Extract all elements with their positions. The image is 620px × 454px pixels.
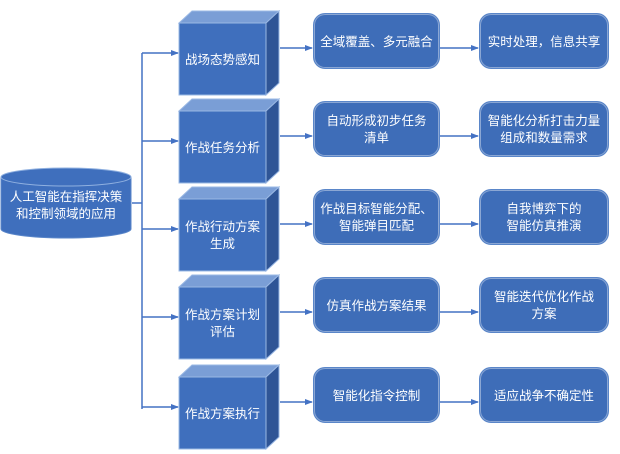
stage-label: 作战方案执行 <box>184 405 260 421</box>
stage-node: 作战行动方案 生成 <box>177 185 281 273</box>
step2-node: 自我博弈下的 智能仿真推演 <box>479 189 609 245</box>
step1-label: 自动形成初步任务 清单 <box>326 113 427 145</box>
step2-label: 智能迭代优化作战 方案 <box>493 289 594 321</box>
stage-node: 作战方案计划 评估 <box>177 273 281 361</box>
step2-node: 智能化分析打击力量 组成和数量需求 <box>479 101 609 157</box>
step1-label: 智能化指令控制 <box>332 387 421 403</box>
stage-node: 作战方案执行 <box>177 363 281 451</box>
stage-node: 战场态势感知 <box>177 9 281 97</box>
root-label: 人工智能在指挥决策 和控制领域的应用 <box>9 189 123 221</box>
step2-node: 智能迭代优化作战 方案 <box>479 277 609 333</box>
step2-label: 智能化分析打击力量 组成和数量需求 <box>487 113 601 145</box>
stage-node: 作战任务分析 <box>177 97 281 185</box>
cube-shape <box>177 97 281 185</box>
root-node: 人工智能在指挥决策 和控制领域的应用 <box>0 167 132 239</box>
step1-node: 仿真作战方案结果 <box>313 277 440 333</box>
step2-label: 适应战争不确定性 <box>493 387 594 403</box>
cube-shape <box>177 273 281 361</box>
cube-shape <box>177 185 281 273</box>
stage-label: 作战任务分析 <box>184 139 260 155</box>
step1-node: 智能化指令控制 <box>313 367 440 423</box>
step2-label: 自我博弈下的 智能仿真推演 <box>506 201 582 233</box>
step1-label: 全域覆盖、多元融合 <box>320 33 433 49</box>
cube-shape <box>177 9 281 97</box>
step2-label: 实时处理，信息共享 <box>487 33 601 49</box>
step1-node: 全域覆盖、多元融合 <box>313 13 440 69</box>
cylinder-shape <box>0 167 132 239</box>
connector-layer <box>132 45 479 410</box>
step1-node: 自动形成初步任务 清单 <box>313 101 440 157</box>
step1-label: 作战目标智能分配、 智能弹目匹配 <box>320 201 433 233</box>
step1-label: 仿真作战方案结果 <box>326 297 427 313</box>
cube-shape <box>177 363 281 451</box>
stage-label: 战场态势感知 <box>184 51 260 67</box>
step1-node: 作战目标智能分配、 智能弹目匹配 <box>313 189 440 245</box>
step2-node: 适应战争不确定性 <box>479 367 609 423</box>
stage-label: 作战方案计划 评估 <box>184 307 260 339</box>
stage-label: 作战行动方案 生成 <box>184 219 260 251</box>
step2-node: 实时处理，信息共享 <box>479 13 609 69</box>
